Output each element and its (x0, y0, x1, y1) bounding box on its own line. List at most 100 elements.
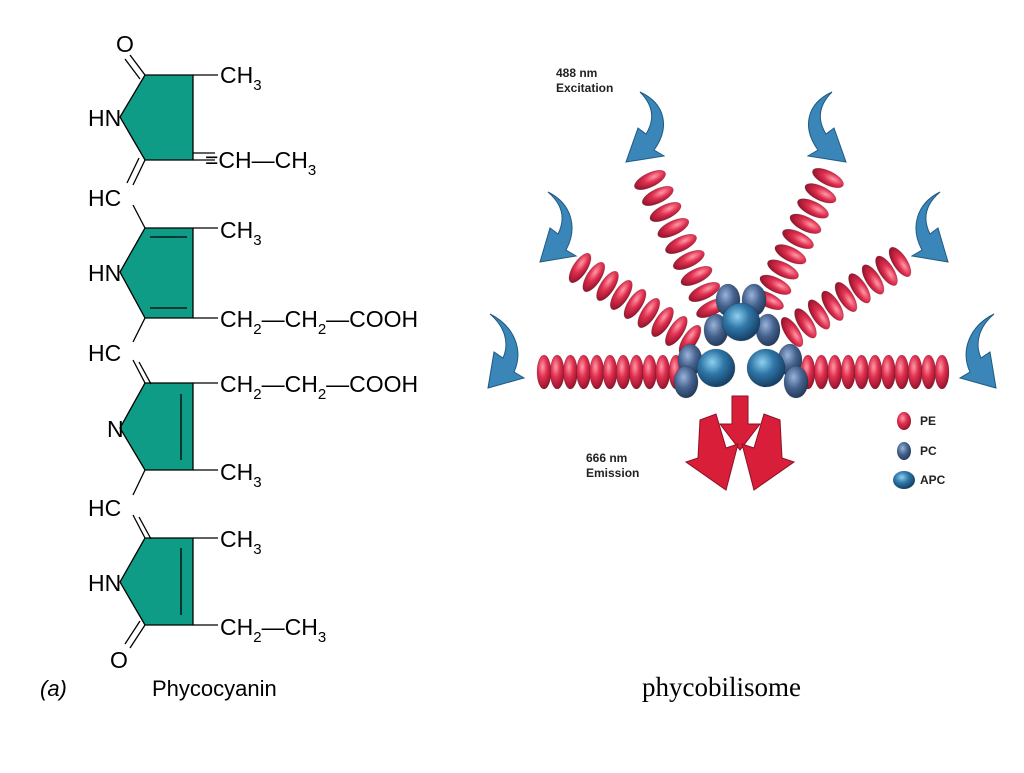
pe-disc (576, 354, 591, 390)
phycobilisome-caption: phycobilisome (642, 672, 801, 702)
legend-label-pc: PC (920, 444, 937, 458)
pc-disc-icon (897, 442, 911, 460)
pe-disc (854, 354, 869, 390)
phycocyanin-caption: Phycocyanin (152, 676, 277, 701)
pe-disc (812, 167, 844, 189)
legend: PE PC APC (893, 412, 946, 489)
pe-disc (794, 308, 817, 339)
pe-disc (657, 217, 690, 239)
pe-disc (568, 252, 592, 284)
pe-disc (549, 354, 565, 390)
pe-disc (934, 354, 950, 390)
sub-ring2-top: CH3 (220, 217, 262, 249)
pe-disc (797, 198, 829, 219)
pe-disc (623, 288, 647, 320)
phycobilisome-diagram: 488 nm Excitation 666 nm Emission PE PC … (487, 66, 997, 491)
legend-label-pe: PE (920, 414, 936, 428)
pe-disc (774, 244, 807, 265)
pe-disc (821, 290, 844, 321)
pe-disc (582, 261, 606, 293)
pe-disc (767, 259, 799, 280)
atom-hn-4: HN (88, 570, 121, 596)
excitation-arrow-icon (625, 91, 666, 163)
pe-disc (680, 265, 713, 287)
pe-disc (589, 354, 605, 390)
sub-ring2-bottom: CH2—CH2—COOH (220, 306, 418, 338)
pe-disc (804, 183, 837, 204)
atom-hc-2: HC (88, 340, 121, 366)
pe-disc (629, 354, 644, 390)
atom-n-3: N (107, 416, 124, 442)
pe-disc (875, 255, 898, 286)
legend-label-apc: APC (920, 473, 946, 487)
pe-disc (827, 354, 843, 390)
panel-label: (a) (40, 676, 67, 701)
pe-disc (665, 315, 688, 347)
pe-disc (789, 213, 822, 234)
pe-disc (780, 316, 804, 348)
pc-disc (783, 365, 809, 399)
pe-disc (840, 354, 856, 390)
bond-lines (119, 54, 218, 649)
phycocyanin-structure: O HN HC HN HC N HC HN O CH3 =CH—CH3 CH3 … (88, 31, 418, 673)
pe-disc (642, 354, 657, 390)
sub-ring3-top: CH2—CH2—COOH (220, 371, 418, 403)
emission-wavelength: 666 nm (586, 451, 627, 465)
excitation-arrow-icon (539, 191, 578, 263)
excitation-arrow-icon (806, 91, 847, 163)
atom-hc-1: HC (88, 185, 121, 211)
pe-disc (651, 306, 674, 338)
pe-disc (834, 281, 858, 313)
pe-disc (649, 201, 682, 223)
excitation-arrow-icon (487, 313, 526, 389)
apc-disc (696, 348, 736, 388)
pe-disc (861, 264, 885, 295)
ring-4 (120, 538, 193, 625)
emission-arrows (684, 395, 796, 491)
pe-disc (536, 354, 552, 390)
atom-o-top: O (116, 31, 134, 57)
sub-ring4-top: CH3 (220, 526, 262, 558)
ring-2 (120, 228, 193, 318)
pe-disc (807, 299, 831, 330)
pe-disc (759, 274, 792, 295)
excitation-wavelength: 488 nm (556, 66, 597, 80)
emission-label: Emission (586, 466, 639, 480)
pe-disc (688, 281, 721, 303)
emission-arrow-icon (718, 395, 762, 451)
excitation-arrow-icon (910, 191, 949, 263)
pc-disc (673, 365, 699, 399)
pe-disc (641, 185, 674, 207)
pe-disc (888, 246, 912, 278)
emission-arrow-icon (684, 413, 739, 491)
atom-hn-1: HN (88, 105, 121, 131)
pe-disc (921, 354, 936, 390)
pe-disc (881, 354, 896, 390)
pe-disc (596, 270, 619, 302)
emission-arrow-icon (741, 413, 796, 491)
pe-disc (867, 354, 883, 390)
pe-disc (672, 249, 705, 271)
pe-disc (665, 233, 697, 255)
sub-ring1-top: CH3 (220, 62, 262, 94)
pe-disc (563, 354, 578, 390)
sub-ring4-bottom: CH2—CH3 (220, 614, 326, 646)
excitation-arrows (487, 91, 997, 389)
pe-disc (610, 279, 633, 311)
apc-disc-icon (893, 471, 915, 489)
atom-o-bottom: O (110, 647, 128, 673)
pe-disc (615, 354, 631, 390)
apc-disc (746, 348, 786, 388)
ring-3 (120, 383, 193, 470)
atom-hn-2: HN (88, 260, 121, 286)
pe-disc (634, 169, 666, 191)
pe-disc (602, 354, 618, 390)
excitation-label: Excitation (556, 81, 613, 95)
pe-disc (894, 354, 910, 390)
pe-disc (782, 228, 814, 250)
pe-disc (907, 354, 923, 390)
core-complex (673, 283, 809, 399)
sub-ring3-bottom: CH3 (220, 459, 262, 491)
